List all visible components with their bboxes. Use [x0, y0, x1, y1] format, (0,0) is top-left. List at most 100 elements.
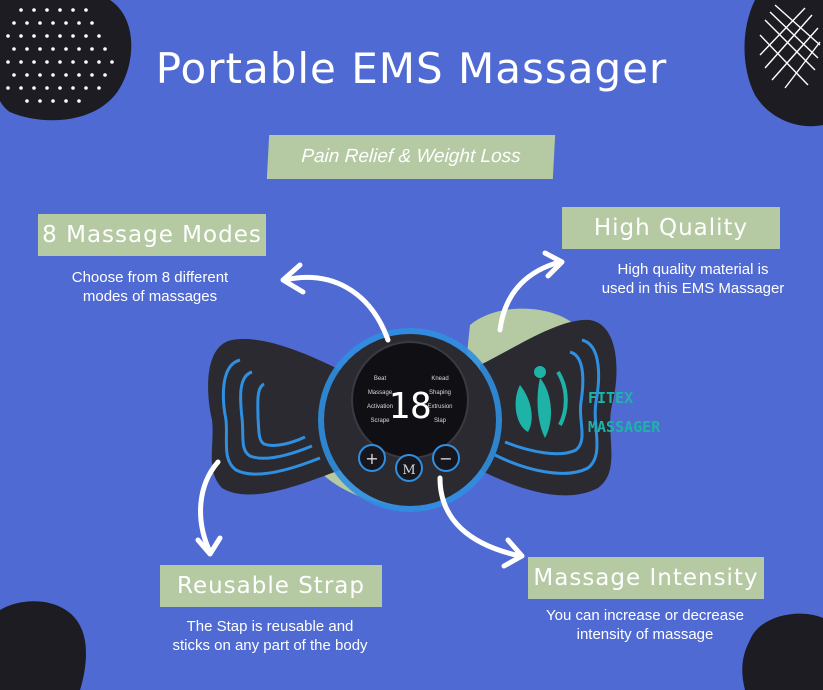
mode-label: Extrusion [427, 404, 452, 410]
decor-dot [6, 34, 10, 38]
mode-label: Activation [367, 404, 393, 410]
mode-button[interactable]: M [395, 454, 423, 482]
decor-dot [12, 47, 16, 51]
decor-dot [32, 86, 36, 90]
hatched-blob-decoration [744, 0, 823, 127]
decor-dot [32, 34, 36, 38]
feature-intensity-desc-line1: You can increase or decrease [546, 607, 744, 624]
decor-dot [6, 86, 10, 90]
decor-dot [71, 8, 75, 12]
decor-dot [51, 73, 55, 77]
decor-dot [84, 60, 88, 64]
decor-dot [38, 47, 42, 51]
decor-dot [64, 99, 68, 103]
bottom-left-blob-decoration [0, 601, 86, 690]
decor-dot [32, 8, 36, 12]
ems-massager-device: FITEX MASSAGER 18 BeatMassageActivationS… [208, 319, 661, 512]
decor-dot [110, 60, 114, 64]
decor-dot [19, 86, 23, 90]
mode-label: Slap [434, 418, 447, 424]
brand-line1: FITEX [588, 389, 633, 407]
feature-strap-banner: Reusable Strap [160, 565, 382, 607]
decor-dot [19, 60, 23, 64]
decor-dot [58, 86, 62, 90]
decor-dot [71, 34, 75, 38]
decor-dot [12, 73, 16, 77]
decor-dot [71, 86, 75, 90]
brand-line2: MASSAGER [588, 418, 661, 436]
decor-dot [90, 47, 94, 51]
decor-dot [45, 86, 49, 90]
arrow-to-intensity [437, 475, 523, 559]
decor-dot [25, 21, 29, 25]
decor-dot [32, 60, 36, 64]
mode-label: Scrape [370, 418, 390, 424]
arrow-to-quality-head [542, 250, 565, 279]
svg-text:−: − [439, 449, 452, 468]
decor-dot [71, 60, 75, 64]
decor-dot [77, 99, 81, 103]
decor-dot [19, 8, 23, 12]
decor-dot [84, 8, 88, 12]
decor-dot [45, 34, 49, 38]
decor-dot [12, 21, 16, 25]
decor-dot [103, 47, 107, 51]
decor-dot [51, 47, 55, 51]
subtitle-banner: Pain Relief & Weight Loss [266, 135, 556, 179]
decor-dot [97, 86, 101, 90]
arrow-to-modes [282, 275, 391, 343]
feature-quality-desc-line1: High quality material is [617, 261, 769, 278]
feature-modes-desc-line2: modes of massages [82, 288, 218, 305]
decor-dot [58, 8, 62, 12]
decor-dot [25, 47, 29, 51]
arrow-to-intensity-head [501, 537, 525, 569]
decor-dot [58, 34, 62, 38]
decor-dot [77, 21, 81, 25]
decor-dot [51, 99, 55, 103]
mode-label: Knead [431, 376, 448, 382]
feature-intensity-desc-line2: intensity of massage [576, 626, 714, 643]
svg-text:M: M [402, 463, 415, 478]
arrow-to-strap [198, 459, 221, 555]
arrow-to-quality [497, 259, 563, 333]
arrow-to-strap-head [195, 535, 223, 557]
decor-dot [45, 60, 49, 64]
feature-quality-desc: High quality material is used in this EM… [576, 260, 810, 298]
right-pad-pattern [494, 338, 601, 475]
minus-button[interactable]: − [432, 444, 460, 472]
decor-dot [97, 60, 101, 64]
svg-text:+: + [365, 449, 378, 468]
decor-dot [64, 21, 68, 25]
mode-label: Shaping [429, 390, 451, 396]
decor-dot [90, 21, 94, 25]
decor-dot [38, 99, 42, 103]
decor-dot [6, 60, 10, 64]
left-pad [208, 339, 340, 495]
feature-intensity-desc: You can increase or decrease intensity o… [530, 606, 760, 644]
arrow-to-modes-head [280, 262, 306, 295]
decor-dot [51, 21, 55, 25]
mode-label: Beat [374, 376, 387, 382]
feature-quality-banner: High Quality [562, 207, 780, 249]
decor-dot [103, 73, 107, 77]
mode-label: Massage [368, 390, 393, 396]
decor-dot [25, 99, 29, 103]
decor-dot [58, 60, 62, 64]
decor-dot [64, 47, 68, 51]
feature-quality-desc-line2: used in this EMS Massager [601, 280, 785, 297]
fitex-brand-logo [515, 366, 568, 438]
bottom-right-blob-decoration [742, 613, 823, 690]
feature-modes-banner: 8 Massage Modes [38, 214, 266, 256]
display-value: 18 [388, 386, 431, 427]
decor-dot [25, 73, 29, 77]
decor-dot [84, 34, 88, 38]
decor-dot [77, 73, 81, 77]
plus-button[interactable]: + [358, 444, 386, 472]
feature-modes-desc-line1: Choose from 8 different [71, 269, 229, 286]
decor-dot [38, 21, 42, 25]
decor-dot [19, 34, 23, 38]
decor-dot [97, 34, 101, 38]
dotted-blob-decoration [0, 0, 132, 121]
